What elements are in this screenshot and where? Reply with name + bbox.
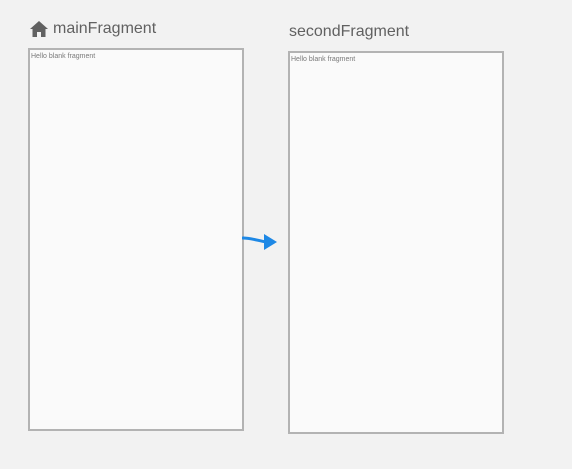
main-fragment-preview-text: Hello blank fragment — [31, 53, 96, 60]
second-fragment-frame[interactable]: Hello blank fragment — [288, 51, 504, 434]
main-fragment-frame[interactable]: Hello blank fragment — [28, 48, 244, 431]
second-fragment-preview-text: Hello blank fragment — [291, 56, 356, 63]
home-icon — [29, 20, 49, 38]
action-arrow-head — [264, 234, 277, 250]
main-fragment-title[interactable]: mainFragment — [29, 19, 156, 39]
action-arrow[interactable] — [242, 230, 282, 254]
action-arrow-line — [242, 236, 268, 244]
main-fragment-label: mainFragment — [53, 20, 157, 37]
second-fragment-label: secondFragment — [289, 23, 410, 40]
second-fragment-title[interactable]: secondFragment — [289, 22, 409, 42]
